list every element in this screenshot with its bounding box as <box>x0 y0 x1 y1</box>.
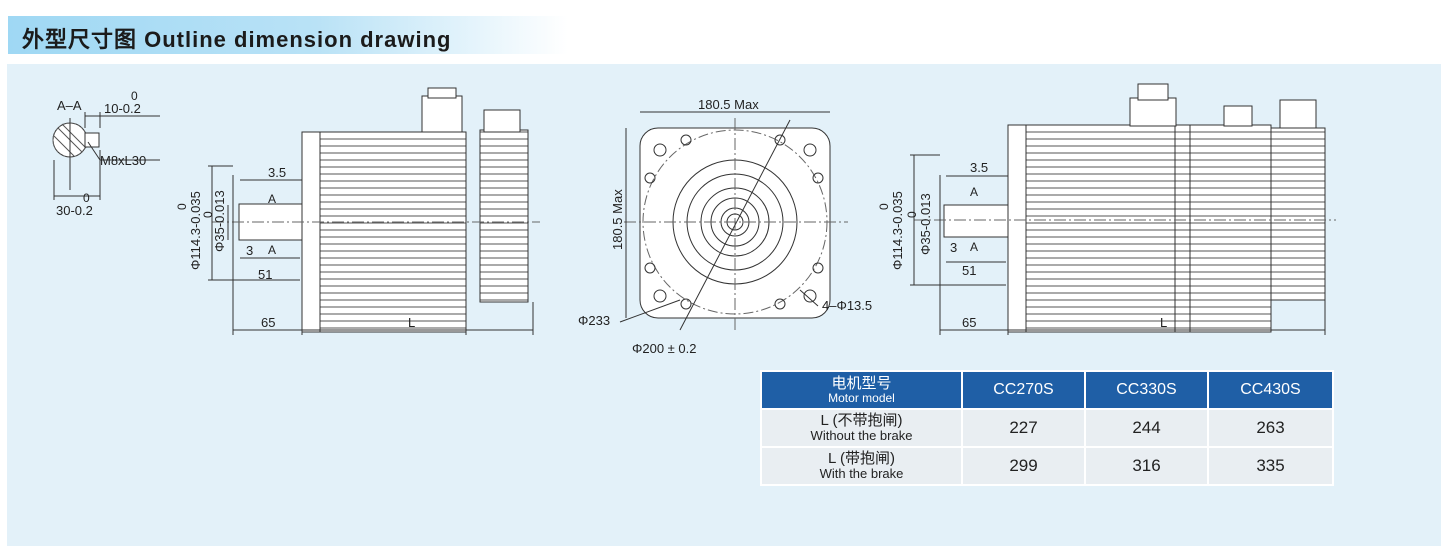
shaft-dia: Φ35-0.013 <box>212 190 227 252</box>
pilot-upper: 0 <box>175 203 189 210</box>
shoulder-2: 3.5 <box>970 160 988 175</box>
front-view <box>619 111 848 331</box>
side-view-1 <box>208 87 540 335</box>
flange-width: 180.5 Max <box>698 97 759 112</box>
pcd: Φ200 ± 0.2 <box>632 341 697 356</box>
row-label: L (带抱闸) With the brake <box>760 446 963 486</box>
body-len-2: L <box>1160 315 1167 330</box>
row-label: L (不带抱闸) Without the brake <box>760 408 963 448</box>
outer-dia: Φ233 <box>578 313 610 328</box>
key-width-upper: 0 <box>131 89 138 103</box>
body-len: L <box>408 315 415 330</box>
flange-height: 180.5 Max <box>610 189 625 250</box>
shaft-dia-2: Φ35-0.013 <box>918 193 933 255</box>
pilot-dia: Φ114.3-0.035 <box>188 191 203 270</box>
section-mark-top-2: A <box>970 185 978 199</box>
section-view <box>52 112 160 200</box>
page-title: 外型尺寸图 Outline dimension drawing <box>22 27 452 52</box>
key-offset-2: 3 <box>950 240 957 255</box>
table-cell: 244 <box>1084 408 1209 448</box>
table-row: L (不带抱闸) Without the brake 227 244 263 <box>760 408 1334 448</box>
shaft-upper-2: 0 <box>905 211 919 218</box>
pilot-dia-2: Φ114.3-0.035 <box>890 191 905 270</box>
section-mark-bottom: A <box>268 243 276 257</box>
key-depth-upper: 0 <box>83 191 90 205</box>
model-header: CC430S <box>1207 370 1334 410</box>
key-width: 10-0.2 <box>104 101 141 116</box>
key-len-2: 51 <box>962 263 976 278</box>
holes: 4–Φ13.5 <box>822 298 872 313</box>
table-cell: 227 <box>961 408 1086 448</box>
header-band <box>8 16 568 54</box>
shaft-len-2: 65 <box>962 315 976 330</box>
table-header-row: 电机型号 Motor model CC270S CC330S CC430S <box>760 370 1334 410</box>
table-cell: 263 <box>1207 408 1334 448</box>
pilot-upper-2: 0 <box>877 203 891 210</box>
shaft-len: 65 <box>261 315 275 330</box>
table-cell: 335 <box>1207 446 1334 486</box>
header-motor-model: 电机型号 Motor model <box>760 370 963 410</box>
model-header: CC270S <box>961 370 1086 410</box>
table-row: L (带抱闸) With the brake 299 316 335 <box>760 446 1334 486</box>
key-len: 51 <box>258 267 272 282</box>
section-label: A–A <box>57 98 82 113</box>
key-offset: 3 <box>246 243 253 258</box>
section-mark-top: A <box>268 192 276 206</box>
table-cell: 299 <box>961 446 1086 486</box>
shaft-upper: 0 <box>201 211 215 218</box>
spec-table: 电机型号 Motor model CC270S CC330S CC430S L … <box>760 370 1334 486</box>
side-view-2 <box>910 83 1336 335</box>
section-mark-bottom-2: A <box>970 240 978 254</box>
shoulder: 3.5 <box>268 165 286 180</box>
model-header: CC330S <box>1084 370 1209 410</box>
key-depth: 30-0.2 <box>56 203 93 218</box>
thread-label: M8xL30 <box>100 153 146 168</box>
table-cell: 316 <box>1084 446 1209 486</box>
